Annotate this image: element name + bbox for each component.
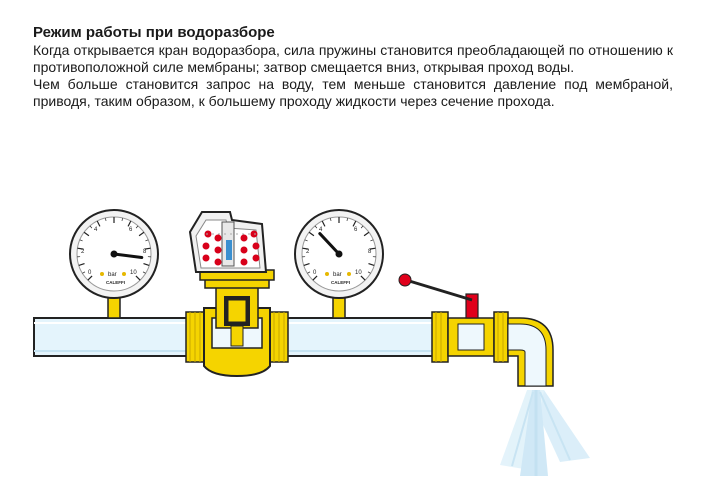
description-block: Режим работы при водоразборе Когда откры… — [33, 24, 673, 110]
section-heading: Режим работы при водоразборе — [33, 24, 275, 41]
gauge-right-unit: bar — [333, 272, 342, 278]
water-spray — [500, 390, 590, 476]
gauge-tick-mark — [145, 239, 149, 242]
paragraph-1: Когда открывается кран водоразбора, сила… — [33, 42, 673, 75]
spout-elbow — [507, 317, 554, 387]
gauge-tick-mark — [135, 275, 141, 281]
gauge-right-tick-2: 2 — [306, 249, 310, 255]
gauge-left-tick-4: 4 — [94, 227, 98, 233]
right-fitting — [269, 311, 289, 363]
gauge-left-unit: bar — [108, 272, 117, 278]
gauge-tick-mark — [87, 275, 93, 281]
gauge-tick-mark — [142, 271, 146, 274]
gauge-tick-mark — [312, 275, 318, 281]
gauge-tick-mark — [360, 225, 364, 229]
gauge-right-tick-4: 4 — [319, 227, 323, 233]
gauge-tick-mark — [82, 271, 86, 274]
gauge-tick-mark — [321, 220, 326, 227]
gauge-tick-mark — [127, 220, 132, 227]
gauge-tick-mark — [79, 239, 83, 242]
gauge-tick-mark — [138, 231, 145, 237]
gauge-left-tick-8: 8 — [143, 249, 147, 255]
gauge-tick-mark — [346, 217, 348, 222]
pressure-gauge-right: 0 2 4 6 8 10 bar CALEFFI — [294, 209, 384, 319]
gauge-tick-mark — [96, 220, 101, 227]
gauge-tick-mark — [352, 220, 357, 227]
gauge-tick-mark — [330, 217, 332, 222]
gauge-right-tick-0: 0 — [313, 270, 317, 276]
gauge-tick-mark — [369, 247, 376, 250]
gauge-left-tick-10: 10 — [130, 270, 137, 276]
gauge-tick-mark — [105, 217, 107, 222]
gauge-right-ticks — [302, 217, 376, 281]
gauge-left-needle — [112, 252, 144, 260]
gauge-right-tick-10: 10 — [355, 270, 362, 276]
gauge-tick-mark — [78, 263, 85, 267]
gauge-tick-mark — [307, 271, 311, 274]
gauge-right-needle — [318, 232, 341, 256]
gauge-tick-mark — [368, 263, 375, 267]
gauge-left-tick-6: 6 — [129, 227, 133, 233]
gauge-tick-mark — [144, 247, 151, 250]
gauge-tick-mark — [302, 247, 309, 250]
gauge-tick-mark — [370, 239, 374, 242]
regulator-body — [199, 269, 275, 378]
gauge-right-tick-8: 8 — [368, 249, 372, 255]
gauge-left-ticks — [77, 217, 151, 281]
gauge-right-brand: CALEFFI — [331, 280, 350, 285]
gauge-tick-mark — [135, 225, 139, 229]
gauge-tick-mark — [83, 231, 90, 237]
gauge-tick-mark — [367, 271, 371, 274]
gauge-tick-mark — [308, 231, 315, 237]
left-fitting — [185, 311, 205, 363]
spring — [202, 230, 260, 266]
gauge-tick-mark — [314, 225, 318, 229]
gauge-left-brand: CALEFFI — [106, 280, 125, 285]
gauge-tick-mark — [77, 247, 84, 250]
gauge-tick-mark — [121, 217, 123, 222]
gauge-tick-mark — [89, 225, 93, 229]
tap-handle — [405, 278, 473, 302]
gauge-left-tick-0: 0 — [88, 270, 92, 276]
gauge-tick-mark — [143, 263, 150, 267]
regulator-bonnet — [188, 211, 268, 273]
pressure-reducer-diagram: 0 2 4 6 8 10 bar CALEFFI 0 2 4 6 8 10 ba… — [33, 209, 590, 476]
gauge-right-tick-6: 6 — [354, 227, 358, 233]
gauge-tick-mark — [363, 231, 370, 237]
gauge-tick-mark — [303, 263, 310, 267]
ball-valve-tap — [398, 273, 509, 363]
pressure-gauge-left: 0 2 4 6 8 10 bar CALEFFI — [69, 209, 159, 319]
gauge-tick-mark — [304, 239, 308, 242]
gauge-tick-mark — [360, 275, 366, 281]
paragraph-2: Чем больше становится запрос на воду, те… — [33, 76, 673, 109]
gauge-left-tick-2: 2 — [81, 249, 85, 255]
